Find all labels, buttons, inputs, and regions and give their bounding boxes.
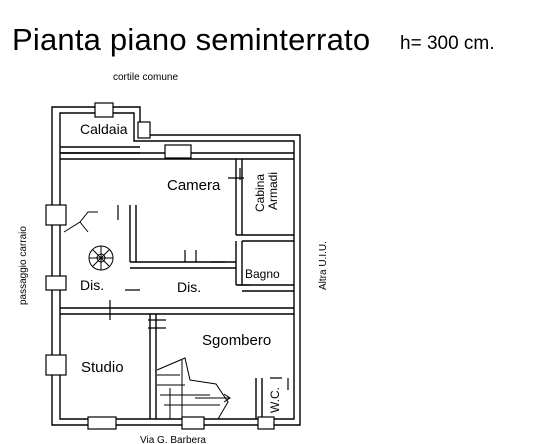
- stair-arrow: [195, 393, 231, 403]
- caldaia-wall: [60, 146, 140, 154]
- room-dis-2: Dis.: [177, 279, 201, 295]
- page-title: Pianta piano seminterrato: [12, 22, 371, 57]
- camera-partition: [129, 205, 137, 262]
- room-caldaia: Caldaia: [80, 121, 128, 137]
- window-bottom-studio: [87, 416, 117, 430]
- room-sgombero: Sgombero: [202, 332, 271, 349]
- height-label: h= 300 cm.: [400, 33, 495, 54]
- door-marks: [109, 168, 289, 390]
- cabina-wall: [235, 159, 294, 242]
- window-top-caldaia: [94, 102, 114, 118]
- spiral-stair-lines: [89, 246, 113, 270]
- side-label-bottom: Via G. Barbera: [140, 435, 206, 444]
- side-label-right: Altra U.I.U.: [318, 241, 329, 290]
- room-wc: W.C.: [268, 387, 282, 413]
- dis-corner: [63, 211, 98, 233]
- studio-sgombero-wall: [149, 314, 157, 419]
- window-caldaia-right: [137, 121, 151, 139]
- wc-wall: [255, 378, 263, 419]
- room-dis-1: Dis.: [80, 277, 104, 293]
- window-camera-top: [164, 144, 192, 159]
- room-studio: Studio: [81, 359, 124, 376]
- window-left-camera: [45, 204, 67, 226]
- side-label-left: passaggio carraio: [18, 226, 29, 305]
- window-left-studio: [45, 354, 67, 376]
- side-label-top: cortile comune: [113, 72, 178, 83]
- room-bagno: Bagno: [245, 267, 280, 281]
- room-cabina: Cabina: [253, 174, 267, 212]
- stair-main: [156, 357, 229, 420]
- window-bottom-wc: [257, 416, 275, 430]
- room-armadi: Armadi: [266, 172, 280, 210]
- window-left-dis: [45, 275, 67, 291]
- bagno-wall: [235, 241, 294, 292]
- window-bottom-sgombero: [181, 416, 205, 430]
- room-camera: Camera: [167, 177, 221, 194]
- studio-top-wall: [60, 307, 294, 315]
- outer-wall-inner: [59, 112, 295, 420]
- outer-wall-outer: [51, 106, 301, 426]
- dis-partition: [130, 261, 236, 269]
